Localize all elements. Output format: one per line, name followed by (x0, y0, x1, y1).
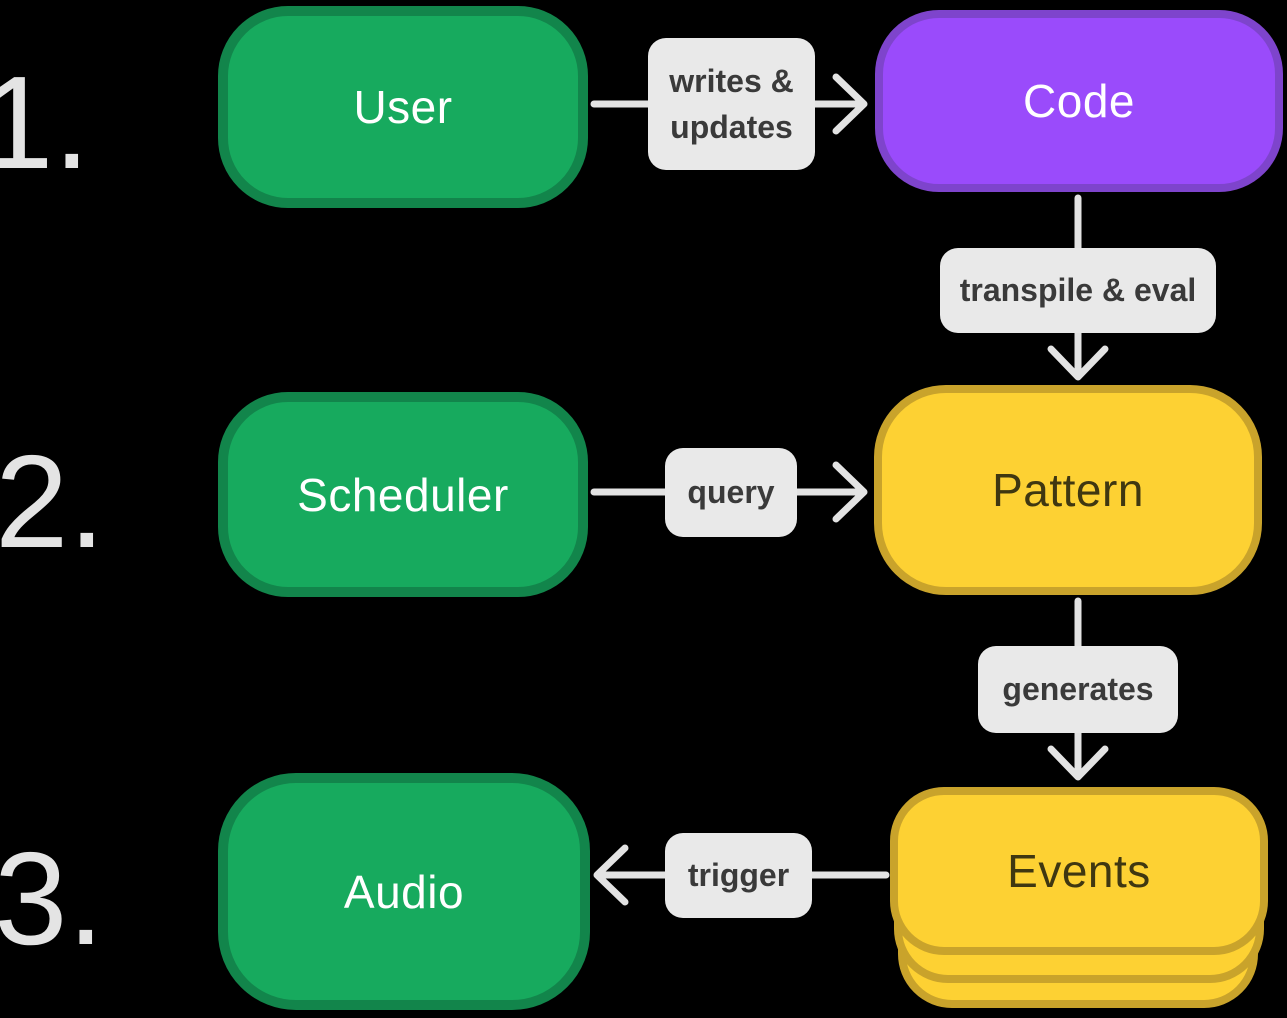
node-scheduler-label: Scheduler (297, 468, 509, 521)
node-user-label: User (353, 81, 453, 133)
node-audio: Audio (218, 773, 590, 1010)
node-events-label: Events (1007, 845, 1151, 897)
node-scheduler: Scheduler (218, 392, 588, 597)
node-pattern-label: Pattern (992, 464, 1144, 516)
arrow-user-to-code-head (832, 73, 868, 135)
arrow-scheduler-to-pattern-head (832, 461, 868, 523)
arrow-pattern-to-events-head (1047, 745, 1109, 781)
node-user: User (218, 6, 588, 208)
node-code: Code (875, 10, 1283, 192)
node-audio-label: Audio (343, 865, 465, 918)
arrow-code-to-pattern-head (1047, 345, 1109, 381)
arrow-events-to-audio-head (593, 844, 629, 906)
edge-label-transpile-eval: transpile & eval (940, 248, 1216, 333)
step-number-1: 1. (0, 49, 91, 196)
step-number-2: 2. (0, 428, 106, 575)
edge-label-generates: generates (978, 646, 1178, 733)
edge-label-query: query (665, 448, 797, 537)
edge-label-writes-updates: writes & updates (648, 38, 815, 170)
step-number-3: 3. (0, 825, 105, 972)
edge-label-trigger: trigger (665, 833, 812, 918)
node-pattern: Pattern (874, 385, 1262, 595)
node-code-label: Code (1023, 75, 1135, 127)
node-events: Events (890, 787, 1268, 955)
